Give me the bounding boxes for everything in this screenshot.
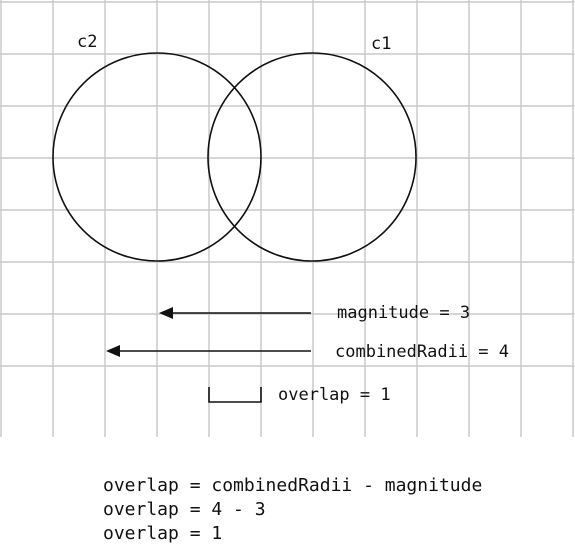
overlap-bracket (208, 387, 262, 403)
magnitude-label: magnitude = 3 (337, 303, 470, 323)
overlap-diagram: c2 c1 magnitude = 3 combinedRadii = 4 ov… (0, 0, 575, 437)
equation-line-3: overlap = 1 (103, 523, 223, 544)
equation-block: overlap = combinedRadii - magnitude over… (103, 474, 482, 546)
equation-line-1: overlap = combinedRadii - magnitude (103, 475, 483, 496)
equation-line-2: overlap = 4 - 3 (103, 499, 266, 520)
circle-c2 (52, 52, 262, 262)
magnitude-arrow (159, 307, 311, 319)
overlap-label: overlap = 1 (278, 385, 391, 405)
combined-radii-arrow (106, 345, 311, 357)
circle-c1 (207, 52, 417, 262)
grid-lines (0, 0, 575, 437)
circle-c2-label: c2 (77, 32, 97, 52)
combined-radii-label: combinedRadii = 4 (335, 342, 509, 362)
circle-c1-label: c1 (371, 34, 391, 54)
